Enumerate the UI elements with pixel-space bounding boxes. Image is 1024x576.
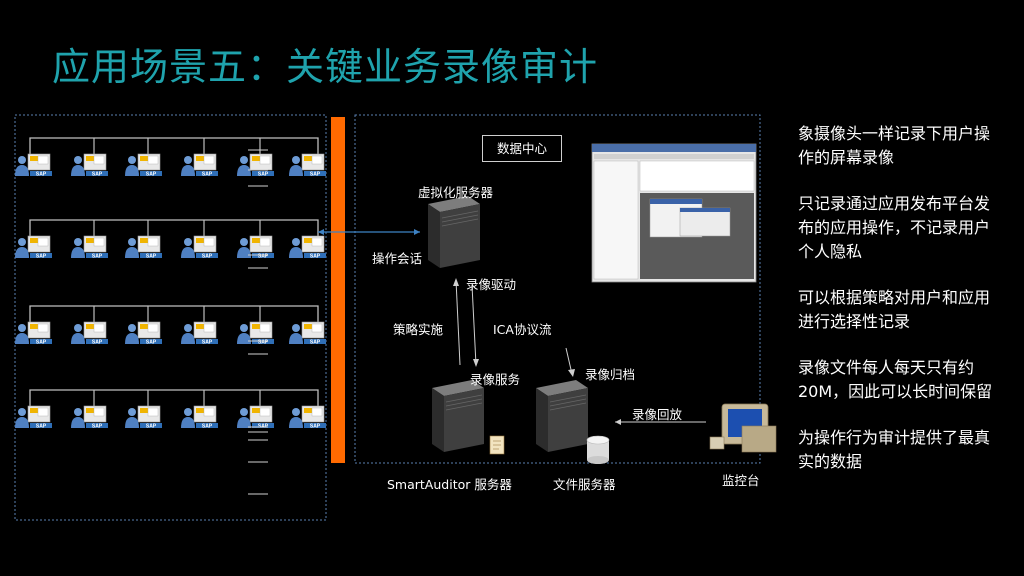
- client-workstation-icon: [180, 235, 219, 260]
- data-center-label: 数据中心: [482, 135, 562, 162]
- data-center-border: [354, 114, 761, 464]
- client-workstation-icon: [124, 321, 163, 346]
- client-workstation-icon: [288, 153, 327, 178]
- client-workstation-icon: [180, 153, 219, 178]
- client-workstation-icon: [70, 405, 109, 430]
- policy-label: 策略实施: [393, 322, 444, 337]
- virtual-server-label: 虚拟化服务器: [418, 185, 494, 200]
- rec-service-label: 录像服务: [470, 372, 521, 387]
- player-window-screenshot: [591, 143, 757, 283]
- client-workstation-icon: [124, 153, 163, 178]
- client-workstation-icon: [124, 235, 163, 260]
- policy-arrow: [455, 279, 461, 366]
- bullet-5: 为操作行为审计提供了最真实的数据: [798, 428, 991, 471]
- smartauditor-server-icon: [431, 379, 485, 453]
- storage-disk-icon: [586, 435, 610, 464]
- client-workstations: [14, 137, 327, 495]
- page-title: 应用场景五：关键业务录像审计: [52, 45, 599, 89]
- monitor-label: 监控台: [722, 473, 760, 488]
- client-workstation-icon: [14, 321, 53, 346]
- network-bus-bar: [331, 117, 345, 463]
- ica-stream-label: ICA协议流: [493, 322, 552, 337]
- client-workstation-icon: [236, 153, 275, 178]
- client-workstation-icon: [236, 321, 275, 346]
- file-server-icon: [535, 379, 589, 453]
- bullet-4: 录像文件每人每天只有约20M，因此可以长时间保留: [798, 358, 993, 401]
- rec-archive-label: 录像归档: [585, 367, 636, 382]
- policy-doc-icon: [489, 435, 505, 455]
- rec-driver-label: 录像驱动: [466, 277, 517, 292]
- client-bus-line: [29, 305, 319, 324]
- client-workstation-icon: [70, 235, 109, 260]
- client-workstation-icon: [236, 235, 275, 260]
- client-bus-line: [29, 137, 319, 156]
- file-server-label: 文件服务器: [553, 477, 616, 492]
- client-workstation-icon: [14, 405, 53, 430]
- client-bus-line: [29, 219, 319, 238]
- client-bus-line: [29, 389, 319, 408]
- bullet-3: 可以根据策略对用户和应用进行选择性记录: [798, 288, 991, 331]
- client-area-border: [14, 114, 327, 521]
- client-workstation-icon: [70, 321, 109, 346]
- client-workstation-icon: [14, 153, 53, 178]
- virtual-server-icon: [427, 195, 481, 269]
- client-workstation-icon: [288, 235, 327, 260]
- smartauditor-server-label: SmartAuditor 服务器: [387, 477, 512, 492]
- client-workstation-icon: [288, 321, 327, 346]
- bullet-2: 只记录通过应用发布平台发布的应用操作，不记录用户个人隐私: [798, 194, 991, 261]
- bullet-1: 象摄像头一样记录下用户操作的屏幕录像: [798, 124, 991, 167]
- client-workstation-icon: [288, 405, 327, 430]
- op-session-label: 操作会话: [372, 251, 423, 266]
- client-workstation-icon: [236, 405, 275, 430]
- description-list: 象摄像头一样记录下用户操作的屏幕录像 只记录通过应用发布平台发布的应用操作，不记…: [798, 122, 998, 496]
- client-workstation-icon: [14, 235, 53, 260]
- client-workstation-icon: [70, 153, 109, 178]
- client-workstation-icon: [180, 405, 219, 430]
- client-workstation-icon: [124, 405, 163, 430]
- monitor-console-icon: [709, 403, 777, 453]
- rec-playback-label: 录像回放: [632, 407, 683, 422]
- ica-stream-arrow: [471, 284, 477, 366]
- client-workstation-icon: [180, 321, 219, 346]
